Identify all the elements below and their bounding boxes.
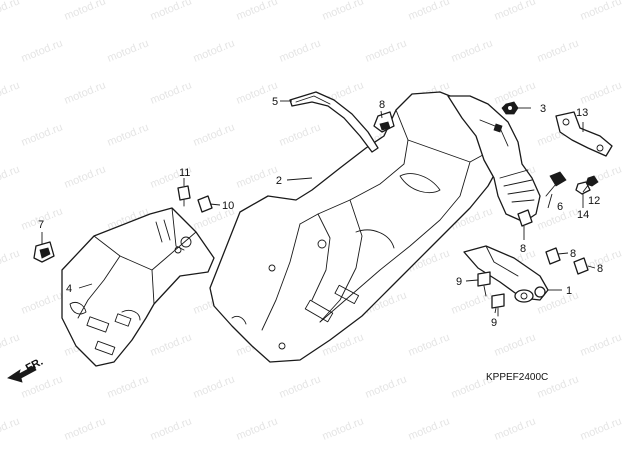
watermark-text: motod.ru — [407, 331, 452, 358]
clip-nut-8a — [373, 111, 395, 133]
callout-9-left: 9 — [456, 276, 462, 288]
watermark-text: motod.ru — [493, 415, 538, 442]
watermark-text: motod.ru — [149, 415, 194, 442]
watermark-text: motod.ru — [0, 163, 21, 190]
callout-8-right: 8 — [570, 248, 576, 260]
small-bracket-part — [555, 111, 613, 157]
callout-10: 10 — [222, 200, 234, 212]
watermark-text: motod.ru — [278, 37, 323, 64]
grommet-7 — [33, 241, 55, 263]
watermark-text: motod.ru — [235, 0, 280, 23]
watermark-text: motod.ru — [493, 331, 538, 358]
watermark-text: motod.ru — [321, 415, 366, 442]
front-direction-arrow — [7, 365, 37, 383]
watermark-text: motod.ru — [20, 121, 65, 148]
watermark-text: motod.ru — [63, 79, 108, 106]
clip-10 — [197, 195, 213, 213]
watermark-text: motod.ru — [149, 0, 194, 23]
watermark-text: motod.ru — [579, 331, 624, 358]
callout-13: 13 — [576, 107, 588, 119]
watermark-text: motod.ru — [149, 79, 194, 106]
watermark-text: motod.ru — [407, 0, 452, 23]
callout-12: 12 — [588, 195, 600, 207]
clip-11 — [177, 185, 191, 207]
clip-nut-8c — [545, 247, 561, 265]
watermark-text: motod.ru — [321, 0, 366, 23]
callout-1: 1 — [566, 285, 572, 297]
watermark-text: motod.ru — [20, 373, 65, 400]
watermark-text: motod.ru — [278, 121, 323, 148]
callout-14: 14 — [577, 209, 589, 221]
screw-9a — [477, 271, 491, 297]
watermark-text: motod.ru — [20, 37, 65, 64]
watermark-text: motod.ru — [192, 121, 237, 148]
watermark-text: motod.ru — [0, 247, 21, 274]
leader-lines — [41, 100, 596, 314]
watermark-text: motod.ru — [407, 415, 452, 442]
watermark-text: motod.ru — [493, 0, 538, 23]
watermark-text: motod.ru — [0, 79, 21, 106]
watermark-text: motod.ru — [63, 0, 108, 23]
callout-7: 7 — [38, 219, 44, 231]
diagram-code: KPPEF2400C — [486, 372, 548, 383]
watermark-text: motod.ru — [192, 37, 237, 64]
watermark-text: motod.ru — [63, 415, 108, 442]
watermark-text: motod.ru — [0, 331, 21, 358]
callout-8-top: 8 — [379, 99, 385, 111]
nut-14 — [575, 181, 591, 195]
watermark-text: motod.ru — [579, 0, 624, 23]
watermark-text: motod.ru — [0, 0, 21, 23]
callout-8-far: 8 — [597, 263, 603, 275]
watermark-text: motod.ru — [364, 37, 409, 64]
bolt-6 — [545, 171, 567, 197]
direction-label: FR. — [24, 356, 45, 375]
clip-nut-8b — [517, 209, 533, 227]
watermark-text: motod.ru — [364, 373, 409, 400]
watermark-text: motod.ru — [106, 37, 151, 64]
callout-4: 4 — [66, 283, 72, 295]
callout-5: 5 — [272, 96, 278, 108]
callout-8-mid: 8 — [520, 243, 526, 255]
watermark-text: motod.ru — [235, 163, 280, 190]
watermark-text: motod.ru — [149, 331, 194, 358]
watermark-text: motod.ru — [192, 373, 237, 400]
callout-9-bottom: 9 — [491, 317, 497, 329]
watermark-text: motod.ru — [0, 415, 21, 442]
clip-nut-8d — [573, 257, 589, 275]
watermark-text: motod.ru — [235, 415, 280, 442]
watermark-text: motod.ru — [63, 163, 108, 190]
callout-11: 11 — [179, 167, 190, 179]
watermark-text: motod.ru — [106, 373, 151, 400]
callout-3: 3 — [540, 103, 546, 115]
watermark-text: motod.ru — [278, 373, 323, 400]
watermark-text: motod.ru — [536, 37, 581, 64]
watermark-text: motod.ru — [579, 415, 624, 442]
screw-9b — [491, 293, 505, 317]
watermark-text: motod.ru — [106, 121, 151, 148]
watermark-text: motod.ru — [450, 37, 495, 64]
callout-2: 2 — [276, 175, 282, 187]
rear-fender-part — [209, 91, 505, 363]
fender-tail-bracket — [447, 95, 541, 223]
watermark-text: motod.ru — [20, 289, 65, 316]
callout-6: 6 — [557, 201, 563, 213]
license-bracket-part — [61, 207, 215, 367]
watermark-text: motod.ru — [493, 79, 538, 106]
watermark-text: motod.ru — [579, 79, 624, 106]
light-bracket-part — [463, 245, 549, 303]
watermark-text: motod.ru — [450, 289, 495, 316]
nut-3 — [501, 101, 519, 115]
grab-strap-part — [289, 91, 379, 153]
